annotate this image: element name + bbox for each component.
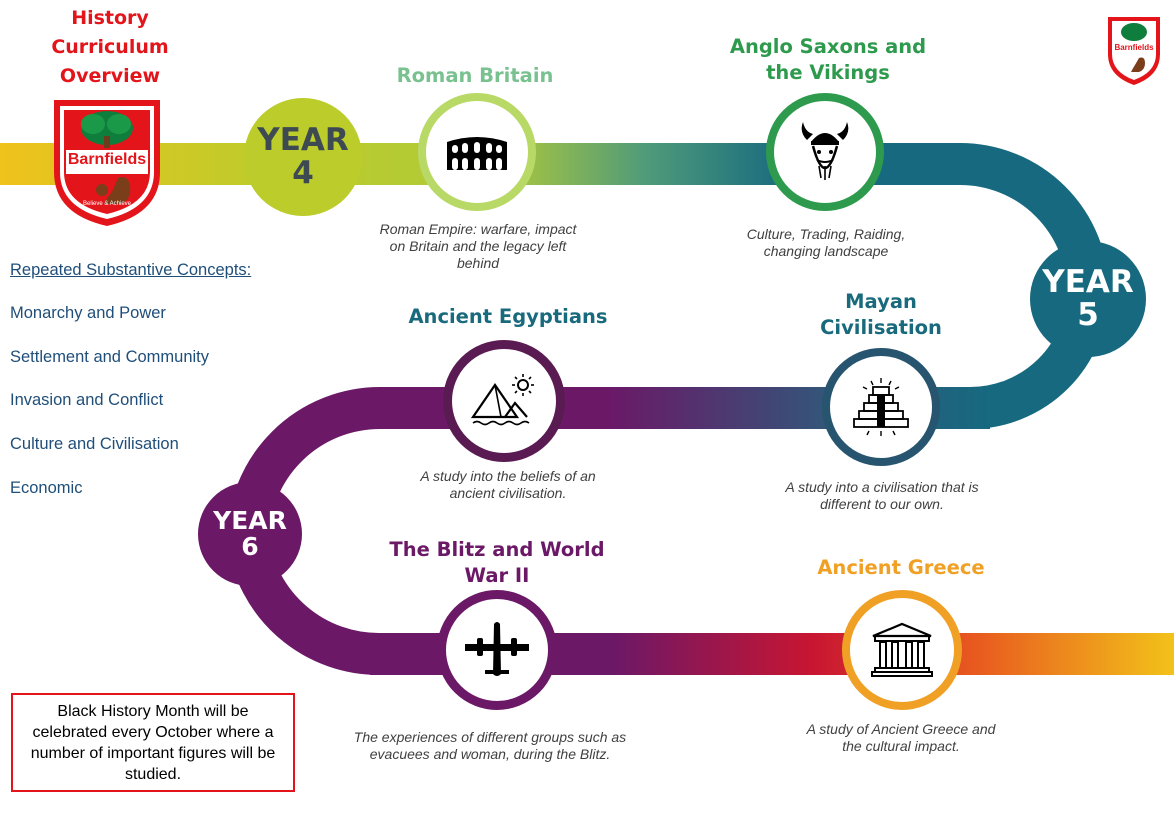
year-5-badge: YEAR 5 bbox=[1030, 241, 1146, 357]
viking-icon bbox=[801, 122, 849, 180]
year-label: YEAR bbox=[1042, 264, 1134, 301]
page-title: History Curriculum Overview bbox=[51, 7, 169, 87]
topic-desc-mayan-civilisation: A study into a civilisation that is diff… bbox=[785, 479, 979, 512]
topic-node-ancient-egyptians bbox=[443, 340, 565, 462]
topic-node-roman-britain bbox=[418, 93, 536, 211]
year-4-badge: YEAR 4 bbox=[244, 98, 362, 216]
topic-desc-ancient-egyptians: A study into the beliefs of an ancient c… bbox=[420, 468, 596, 501]
pyramid-icon bbox=[471, 374, 534, 426]
mayan-temple-icon bbox=[853, 378, 909, 436]
topic-desc-ancient-greece: A study of Ancient Greece and the cultur… bbox=[806, 721, 996, 754]
logo-motto: Believe & Achieve bbox=[82, 201, 132, 207]
school-logo: Barnfields Believe & Achieve bbox=[48, 94, 166, 230]
topic-desc-the-blitz: The experiences of different groups such… bbox=[353, 729, 627, 762]
small-school-logo: Barnfields bbox=[1105, 14, 1163, 88]
topic-title-ancient-greece: Ancient Greece bbox=[817, 556, 985, 579]
year-number: 5 bbox=[1077, 297, 1099, 333]
topic-desc-anglo-saxons: Culture, Trading, Raiding, changing land… bbox=[746, 226, 906, 259]
topic-node-ancient-greece bbox=[842, 590, 962, 710]
year-number: 6 bbox=[241, 532, 259, 561]
black-history-note: Black History Month will be celebrated e… bbox=[11, 693, 295, 792]
topic-desc-roman-britain: Roman Empire: warfare, impact on Britain… bbox=[379, 221, 577, 271]
year-label: YEAR bbox=[257, 122, 349, 159]
topic-title-anglo-saxons: Anglo Saxons and the Vikings bbox=[729, 35, 927, 84]
concept-item: Culture and Civilisation bbox=[10, 435, 179, 453]
concept-item: Monarchy and Power bbox=[10, 304, 166, 322]
concept-item: Invasion and Conflict bbox=[10, 391, 164, 409]
colosseum-icon bbox=[447, 137, 507, 170]
year-number: 4 bbox=[292, 155, 314, 191]
topic-title-mayan-civilisation: Mayan Civilisation bbox=[820, 290, 942, 339]
logo-text: Barnfields bbox=[67, 151, 147, 168]
topic-title-ancient-egyptians: Ancient Egyptians bbox=[408, 305, 608, 328]
black-history-note-text: Black History Month will be celebrated e… bbox=[30, 702, 276, 783]
greek-temple-icon bbox=[871, 622, 933, 677]
year-label: YEAR bbox=[213, 505, 287, 535]
concepts-heading: Repeated Substantive Concepts: bbox=[10, 261, 252, 279]
topic-title-the-blitz: The Blitz and World War II bbox=[389, 538, 605, 587]
plane-icon bbox=[465, 622, 529, 676]
concept-item: Settlement and Community bbox=[10, 348, 210, 366]
topic-title-roman-britain: Roman Britain bbox=[396, 64, 554, 87]
topic-node-the-blitz bbox=[437, 590, 557, 710]
topic-node-anglo-saxons bbox=[766, 93, 884, 211]
road-middle-segment bbox=[226, 289, 1109, 676]
concept-item: Economic bbox=[10, 479, 83, 497]
topic-node-mayan-civilisation bbox=[822, 348, 940, 466]
year-6-badge: YEAR 6 bbox=[198, 482, 302, 586]
small-logo-text: Barnfields bbox=[1114, 43, 1154, 52]
